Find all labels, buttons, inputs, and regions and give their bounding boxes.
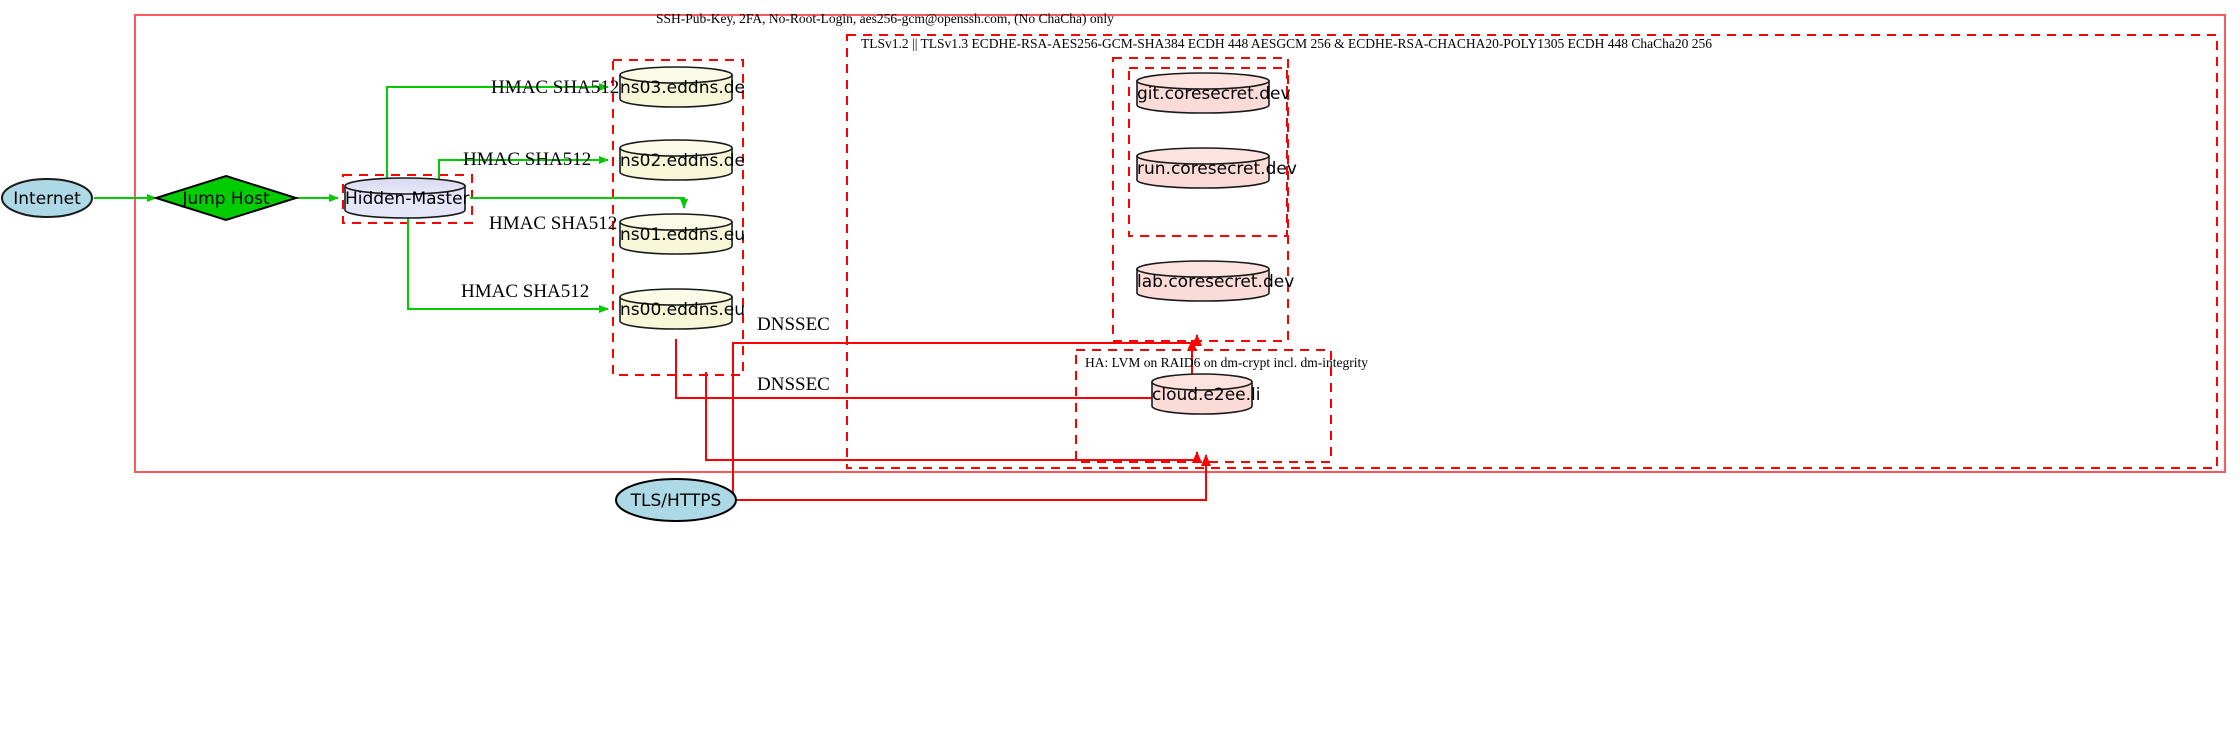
node-ns01-shape[interactable]: [619, 213, 733, 255]
cluster-ha-box: [1075, 349, 1332, 463]
cluster-tls-label: TLSv1.2 || TLSv1.3 ECDHE-RSA-AES256-GCM-…: [861, 36, 1712, 51]
cluster-tls-box: [846, 34, 2218, 469]
node-git-shape[interactable]: [1136, 72, 1270, 114]
node-jump-host[interactable]: [156, 176, 296, 220]
cluster-nameservers-box: [612, 59, 744, 376]
edge-label-hmac-ns01: HMAC SHA512: [489, 213, 618, 234]
node-lab-shape[interactable]: [1136, 260, 1270, 302]
node-hidden-master[interactable]: [345, 178, 465, 218]
edge-hiddenmaster-to-ns00: [407, 214, 609, 313]
node-tlshttps-shape[interactable]: [615, 478, 737, 522]
edge-hiddenmaster-to-ns01: [470, 197, 688, 209]
cluster-coresecret-inner-box: [1128, 67, 1288, 237]
node-tls-https[interactable]: [616, 479, 736, 521]
node-ns01-eddns-eu[interactable]: [620, 214, 732, 254]
cluster-ssh-box: [134, 14, 2226, 473]
edge-tlshttps-to-ha: [736, 454, 1211, 501]
edge-label-dnssec-upper: DNSSEC: [757, 314, 830, 335]
edge-label-hmac-ns03: HMAC SHA512: [491, 77, 620, 98]
node-cloud-e2ee-li[interactable]: [1152, 374, 1252, 414]
node-ns02-shape[interactable]: [619, 139, 733, 181]
node-internet-shape[interactable]: [1, 178, 93, 218]
node-ns03-shape[interactable]: [619, 66, 733, 108]
node-ns03-eddns-de[interactable]: [620, 67, 732, 107]
node-git-coresecret-dev[interactable]: [1137, 73, 1269, 113]
node-ns02-eddns-de[interactable]: [620, 140, 732, 180]
node-run-shape[interactable]: [1136, 147, 1270, 189]
node-ns00-shape[interactable]: [619, 288, 733, 330]
edge-hiddenmaster-to-ns02: [438, 156, 609, 185]
edge-label-hmac-ns02: HMAC SHA512: [463, 149, 592, 170]
edge-dnssec-lower: [705, 372, 1202, 463]
edge-hiddenmaster-to-ns03: [386, 83, 609, 185]
cluster-ha-label: HA: LVM on RAID6 on dm-crypt incl. dm-in…: [1085, 355, 1368, 370]
node-run-coresecret-dev[interactable]: [1137, 148, 1269, 188]
edge-tlshttps-to-coresecret: [732, 334, 1202, 500]
cluster-ssh-label: SSH-Pub-Key, 2FA, No-Root-Login, aes256-…: [656, 11, 1114, 26]
node-jumphost-shape[interactable]: [152, 174, 300, 222]
node-cloud-shape[interactable]: [1151, 373, 1253, 415]
edge-label-hmac-ns00: HMAC SHA512: [461, 281, 590, 302]
edge-label-dnssec-lower: DNSSEC: [757, 374, 830, 395]
node-ns00-eddns-eu[interactable]: [620, 289, 732, 329]
node-internet[interactable]: [2, 179, 92, 217]
edge-dnssec-upper: [675, 339, 1197, 399]
node-lab-coresecret-dev[interactable]: [1137, 261, 1269, 301]
node-hiddenmaster-shape[interactable]: [344, 177, 466, 219]
